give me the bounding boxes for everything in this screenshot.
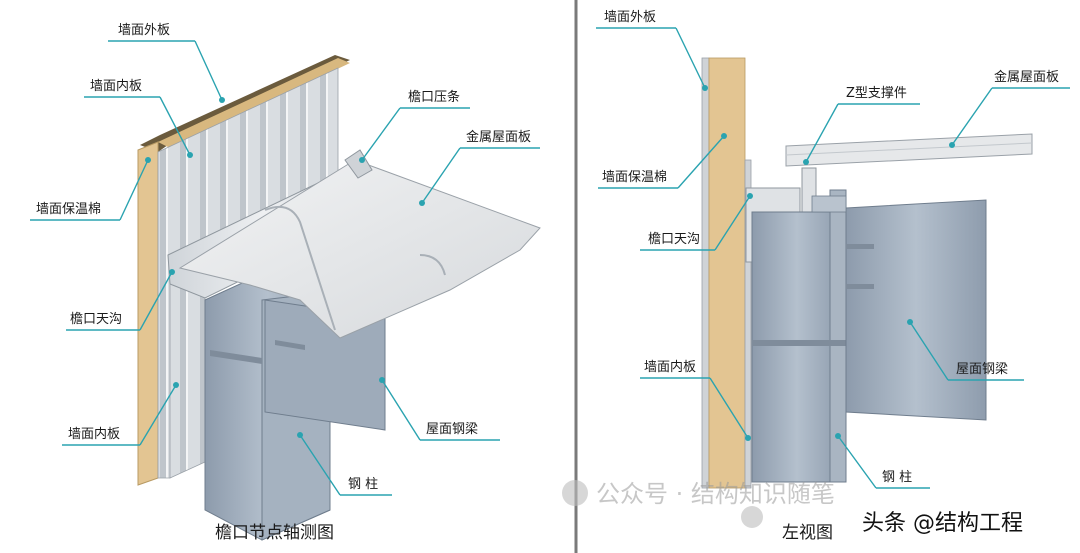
axonometric-leaders: [30, 40, 540, 496]
label-z-support-right: Z型支撑件: [846, 86, 907, 101]
label-column-right: 钢 柱: [882, 470, 912, 485]
roof-rib-2: [419, 254, 446, 276]
toutiao-watermark: 头条 @结构工程: [741, 506, 1023, 536]
label-column-left: 钢 柱: [348, 477, 378, 492]
label-roof-beam-right: 屋面钢梁: [956, 362, 1008, 377]
label-gutter-left: 檐口天沟: [70, 312, 122, 327]
eave-strip: [344, 149, 373, 179]
wall-insulation-slab: [137, 141, 159, 486]
beam-plate-1: [846, 244, 874, 249]
side-view: [701, 57, 1033, 489]
label-wall-inner-bottom-left: 墙面内板: [68, 426, 120, 442]
wall-insulation-top: [158, 58, 350, 148]
beam-web-stiffener: [275, 340, 305, 350]
caption-side-view: 左视图: [782, 523, 833, 543]
label-metal-roof-left: 金属屋面板: [466, 129, 531, 145]
label-wall-inner-top-left: 墙面内板: [90, 78, 142, 94]
label-eave-strip-left: 檐口压条: [408, 89, 460, 105]
caption-axonometric: 檐口节点轴测图: [215, 523, 334, 543]
wall-inner-sheet-right: [744, 159, 752, 489]
roof-sheet-line: [785, 142, 1033, 156]
metal-roof-sheet-right: [785, 133, 1033, 167]
label-metal-roof-right: 金属屋面板: [994, 69, 1059, 85]
side-view-leaders: [596, 27, 1070, 489]
toutiao-icon: [741, 506, 763, 528]
roof-beam-right: [845, 199, 987, 421]
wechat-icon: [562, 480, 588, 506]
beam-web-stiffener-2: [210, 350, 262, 364]
axonometric-view: [137, 55, 541, 541]
roof-rib-1: [264, 206, 336, 331]
label-wall-outer-right: 墙面外板: [604, 10, 656, 25]
toutiao-watermark-text: 头条 @结构工程: [862, 511, 1023, 536]
label-wall-insulation-right: 墙面保温棉: [602, 170, 667, 185]
column-stiffener-right: [752, 340, 846, 346]
beam-top-flange: [811, 195, 847, 213]
label-roof-beam-left: 屋面钢梁: [426, 422, 478, 437]
label-gutter-right: 檐口天沟: [648, 232, 700, 247]
label-wall-outer-left: 墙面外板: [118, 23, 170, 38]
beam-plate-2: [846, 284, 874, 289]
wechat-watermark-text: 公众号 · 结构知识随笔: [596, 480, 835, 508]
wall-insulation-right: [708, 57, 746, 489]
wechat-watermark: 公众号 · 结构知识随笔: [562, 480, 835, 508]
metal-roof-sheet: [178, 159, 541, 339]
label-wall-inner-right: 墙面内板: [644, 359, 696, 375]
steel-column-right: [751, 211, 843, 483]
label-wall-insulation-left: 墙面保温棉: [36, 202, 101, 217]
wall-outer-sheet-right: [701, 57, 710, 489]
